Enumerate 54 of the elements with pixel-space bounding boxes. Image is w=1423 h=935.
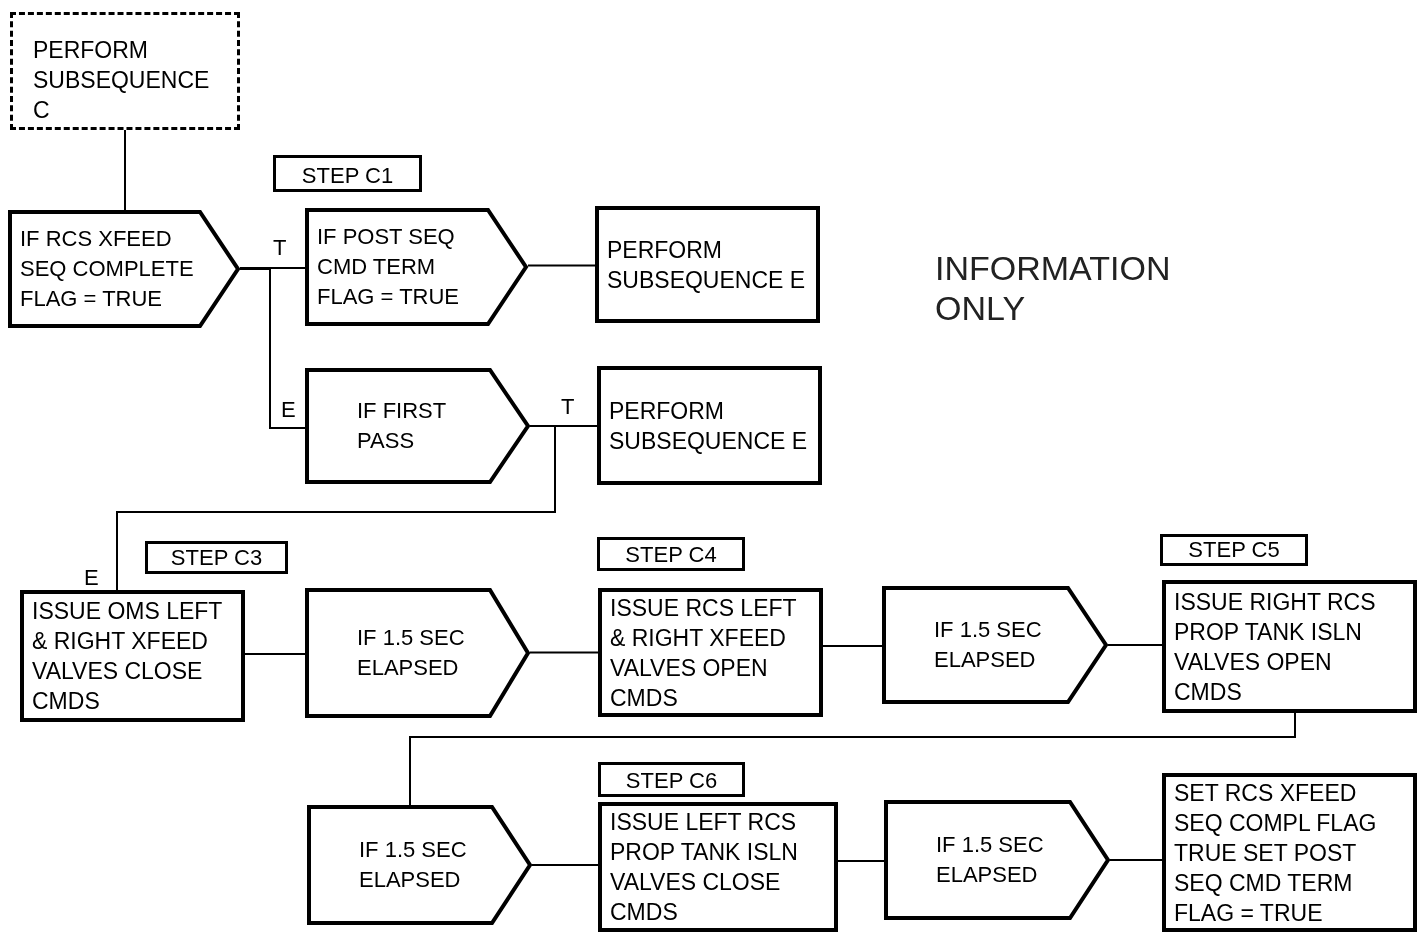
process-box [598,588,823,717]
node-text: ISSUE RCS LEFT & RIGHT XFEED VALVES OPEN CMDS [610,593,798,713]
node-text: IF 1.5 SEC ELAPSED [936,831,1045,889]
process-box [597,366,822,485]
connector-line [527,264,596,267]
node-text: ISSUE RIGHT RCS PROP TANK ISLN VALVES OPEN CMDS [1174,587,1377,707]
node-text: IF RCS XFEED SEQ COMPLETE FLAG = TRUE [20,225,195,313]
connector-line [837,860,885,862]
node-text: PERFORM SUBSEQUENCE E [609,396,809,456]
node-text: SET RCS XFEED SEQ COMPL FLAG TRUE SET POST SEQ CMD TERM FLAG = TRUE [1174,778,1378,928]
note-text: INFORMATION ONLY [935,248,1172,328]
connector-line [239,268,306,429]
process-box [1162,580,1417,713]
connector-line [244,653,306,655]
process-box [20,590,245,722]
decision-box [8,210,240,328]
node-text: IF 1.5 SEC ELAPSED [359,836,468,894]
node-text: STEP C5 [1188,537,1280,563]
connector-line [124,129,126,211]
node-text: STEP C4 [625,542,717,568]
node-text: IF FIRST PASS [357,397,447,455]
node-text: PERFORM SUBSEQUENCE E [607,235,807,295]
process-box [598,802,838,932]
decision-box [305,588,530,718]
node-text: STEP C6 [625,768,718,794]
node-text: ISSUE OMS LEFT & RIGHT XFEED VALVES CLOSE CMDS [32,597,223,716]
step-tag [597,537,745,571]
decision-box [305,208,528,326]
connector-line [1107,644,1163,646]
node-text: STEP C3 [170,545,263,571]
decision-box [307,805,532,925]
node-text: PERFORM SUBSEQUENCE C [33,36,211,125]
node-text: IF POST SEQ CMD TERM FLAG = TRUE [317,223,461,311]
process-box [595,206,820,323]
connector-line [822,645,883,647]
connector-line [1109,859,1163,861]
subsequence-box [10,12,240,130]
connector-line [409,712,1296,806]
node-text: STEP C1 [301,163,394,189]
node-text: IF 1.5 SEC ELAPSED [934,616,1043,674]
decision-box [884,800,1110,920]
step-tag [598,762,745,797]
connector-line [116,425,556,591]
step-tag [145,541,288,574]
step-tag [1160,534,1308,566]
node-text: ISSUE LEFT RCS PROP TANK ISLN VALVES CLOSE CMDS [610,808,799,927]
connector-line [239,267,306,269]
decision-box [882,586,1108,704]
node-text: IF 1.5 SEC ELAPSED [357,624,466,682]
connector-line [529,651,599,654]
connector-line [531,864,599,866]
process-box [1162,773,1417,932]
step-tag [273,155,422,192]
decision-box [305,368,530,484]
